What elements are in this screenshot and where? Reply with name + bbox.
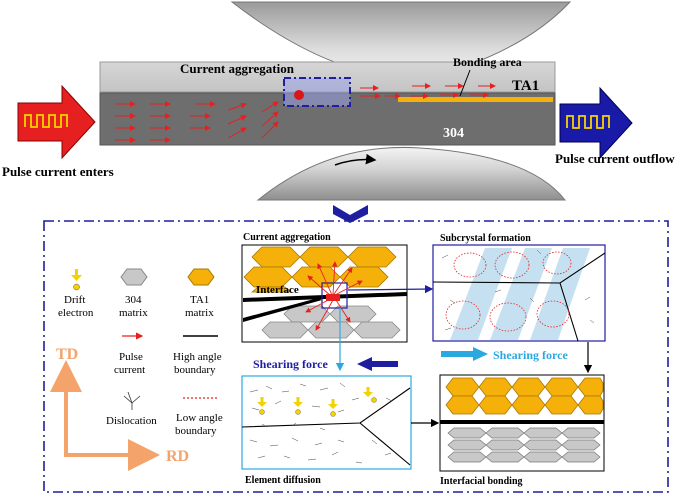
matrix-304-label-2: matrix: [119, 307, 148, 319]
interfacial-bonding-panel-title: Interfacial bonding: [440, 476, 523, 487]
pulse-in-label: Pulse current enters: [2, 164, 114, 179]
low-angle-label-2: boundary: [175, 425, 217, 437]
bonding-ta1-grains: [445, 377, 604, 415]
shearing-force-right-arrow: [441, 347, 488, 361]
lower-roll: [256, 146, 567, 201]
ta1-grains: [243, 246, 397, 293]
interface-line: [243, 292, 407, 302]
subcrystal-panel-title: Subcrystal formation: [440, 233, 531, 244]
steel-grains: [261, 305, 401, 339]
high-angle-label-2: boundary: [174, 364, 216, 376]
drift-electron-label-1: Drift: [64, 294, 85, 306]
ta1-matrix-label-1: TA1: [190, 294, 209, 306]
bonding-line: [398, 97, 553, 102]
subcrystal-boundaries: [432, 252, 606, 342]
current-aggregation-panel-title: Current aggregation: [243, 232, 331, 243]
interface-zoom-box: [321, 282, 348, 309]
steel-304-label: 304: [443, 126, 464, 141]
diffusion-boundaries: [241, 387, 411, 466]
dislocation-label: Dislocation: [106, 415, 157, 427]
pulse-current-arrows: [115, 83, 496, 143]
high-angle-label-1: High angle: [173, 351, 222, 363]
pulse-out-arrow: [559, 86, 633, 160]
dislocation-icon: [123, 391, 141, 410]
matrix-304-label-1: 304: [125, 294, 142, 306]
drift-electron-icon: [71, 269, 82, 291]
ta1-label: TA1: [512, 78, 539, 94]
pulse-current-label-2: current: [114, 364, 145, 376]
diffusion-dislocations: [249, 382, 393, 464]
bonding-steel-grains: [447, 427, 601, 463]
bonding-interface-line: [440, 420, 604, 424]
td-label: TD: [56, 346, 78, 363]
mechanism-frame: [43, 220, 669, 493]
pulse-out-label: Pulse current outflow: [555, 151, 675, 166]
matrix-304-icon: [120, 268, 148, 286]
current-aggregation-label: Current aggregation: [180, 61, 295, 76]
shearing-force-right-label: Shearing force: [493, 348, 568, 362]
aggregation-point: [294, 90, 304, 100]
drift-electron-label-2: electron: [58, 307, 94, 319]
diffusion-electrons: [257, 387, 377, 417]
element-diffusion-panel: [241, 375, 412, 470]
aggregation-zone-box: [283, 77, 351, 107]
lower-roll-rotation-arrow: [334, 153, 377, 166]
aggregation-arrows: [305, 261, 363, 331]
bonding-area-leader: [459, 69, 471, 97]
legend: Drift electron 304 matrix TA1 matrix Pul…: [50, 268, 223, 471]
subcrystal-dislocations: [441, 249, 595, 331]
rd-label: RD: [166, 448, 189, 465]
shearing-force-left-arrow: [357, 357, 398, 371]
interface-label: Interface: [256, 284, 299, 296]
ta1-matrix-label-2: matrix: [185, 307, 214, 319]
interface-crack: [243, 298, 322, 322]
down-chevron: [333, 205, 368, 223]
subcrystal-bands: [450, 248, 590, 340]
to-subcrystal-arrow: [347, 284, 434, 294]
ta1-matrix-icon: [187, 268, 215, 286]
element-diffusion-panel-title: Element diffusion: [245, 475, 321, 486]
interface-hotspot: [326, 294, 340, 301]
shearing-force-left-label: Shearing force: [253, 357, 328, 371]
low-angle-label-1: Low angle: [176, 412, 223, 424]
bonding-area-label: Bonding area: [453, 55, 522, 69]
pulse-current-label-1: Pulse: [119, 351, 143, 363]
subcrystal-loops: [445, 251, 572, 332]
pulse-in-arrow: [17, 84, 96, 160]
